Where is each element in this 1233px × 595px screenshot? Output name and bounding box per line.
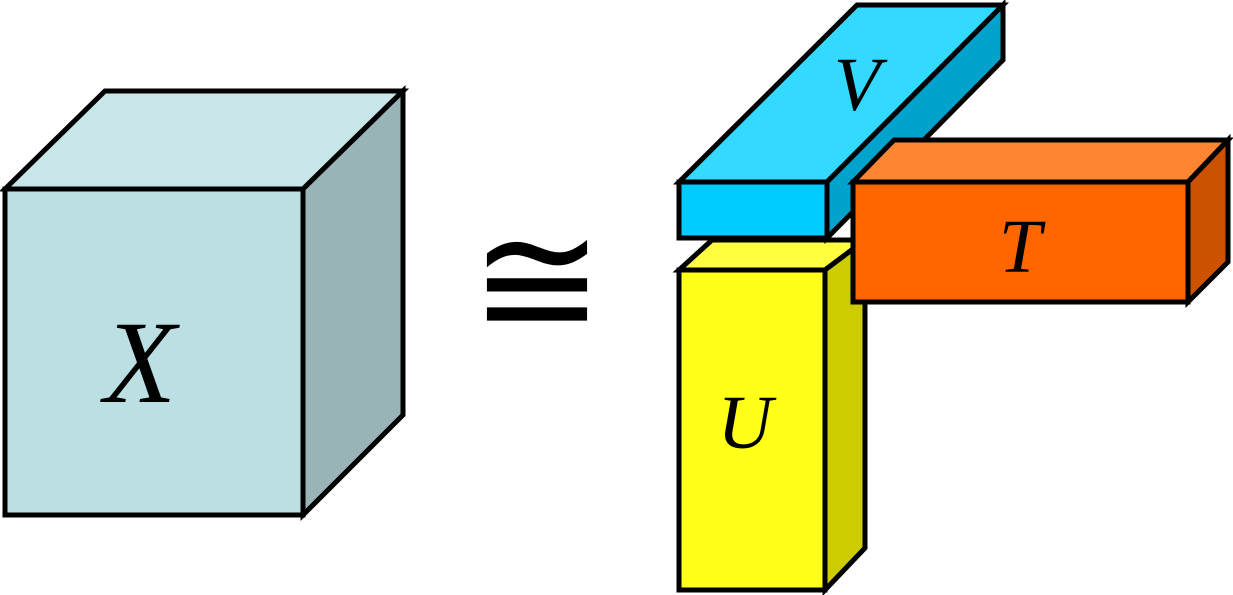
approx-equal-symbol: ≅: [470, 186, 604, 373]
factor-t-top-face: [847, 137, 1233, 185]
tensor-cube-front-face: [2, 186, 306, 518]
tensor-label: X: [100, 297, 180, 428]
factor-u-label: U: [718, 381, 777, 465]
factor-t-label: T: [999, 205, 1046, 289]
factor-u-front-face: [676, 267, 828, 593]
factor-v-label: V: [834, 43, 888, 127]
tensor-cube: X: [0, 85, 410, 522]
factor-t-block: T: [847, 133, 1233, 309]
factor-u-block: U: [672, 235, 873, 595]
factor-v-front-face: [676, 179, 830, 241]
factor-t-front-face: [850, 179, 1191, 305]
